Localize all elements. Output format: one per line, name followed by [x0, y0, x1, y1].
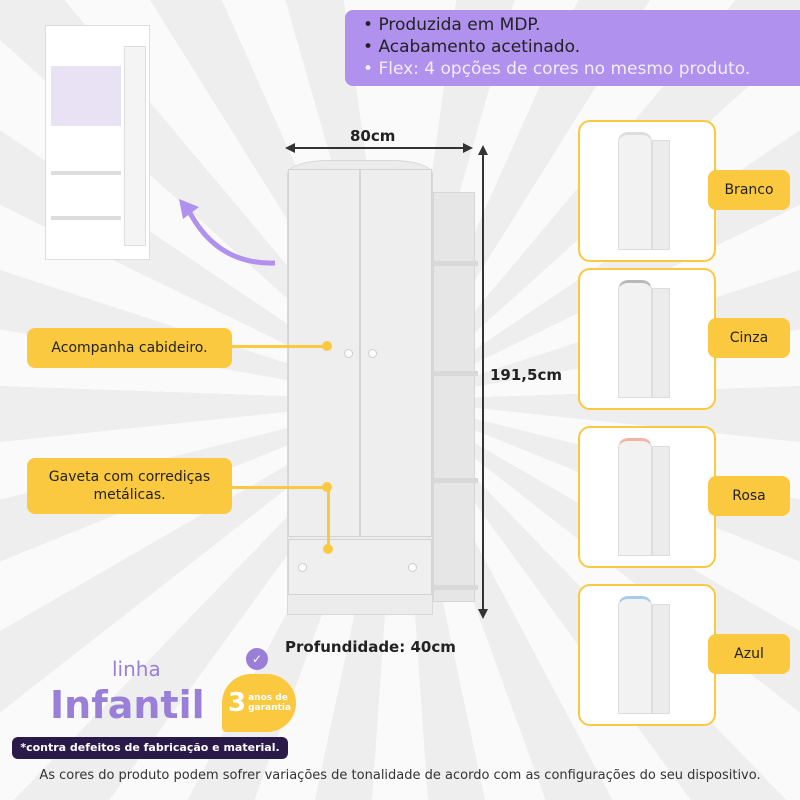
height-label: 191,5cm — [490, 366, 562, 384]
warranty-disclaimer: *contra defeitos de fabricação e materia… — [12, 737, 288, 759]
wardrobe-image — [287, 160, 433, 615]
feature-item: Flex: 4 opções de cores no mesmo produto… — [363, 58, 782, 80]
color-label: Cinza — [708, 318, 790, 358]
depth-label: Profundidade: 40cm — [285, 638, 456, 656]
dimension-arrows — [285, 143, 473, 153]
warranty-number: 3 — [228, 688, 247, 718]
color-label: Rosa — [708, 476, 790, 516]
color-option-rosa[interactable] — [578, 426, 716, 568]
color-option-azul[interactable] — [578, 584, 716, 726]
side-shelf-unit — [433, 192, 478, 602]
brand-linha: linha — [112, 657, 161, 681]
shield-check-icon: ✓ — [246, 648, 268, 670]
curved-arrow-icon — [179, 199, 276, 266]
open-wardrobe-thumbnail — [45, 25, 150, 260]
width-label: 80cm — [350, 127, 396, 145]
warranty-text: anos de — [248, 693, 288, 703]
knob — [408, 563, 417, 572]
knob — [298, 563, 307, 572]
warranty-text: garantia — [248, 703, 291, 713]
footer-note: As cores do produto podem sofrer variaçõ… — [39, 768, 761, 783]
feature-item: Acabamento acetinado. — [363, 36, 782, 58]
color-label: Azul — [708, 634, 790, 674]
color-option-cinza[interactable] — [578, 268, 716, 410]
brand-infantil: Infantil — [50, 683, 205, 727]
color-label: Branco — [708, 170, 790, 210]
hanger-callout: Acompanha cabideiro. — [27, 328, 232, 368]
height-arrow — [478, 145, 488, 619]
drawer-callout: Gaveta com corrediças metálicas. — [27, 458, 232, 514]
features-box: Produzida em MDP. Acabamento acetinado. … — [345, 10, 800, 86]
feature-item: Produzida em MDP. — [363, 14, 782, 36]
knob — [368, 349, 377, 358]
color-option-branco[interactable] — [578, 120, 716, 262]
knob — [344, 349, 353, 358]
